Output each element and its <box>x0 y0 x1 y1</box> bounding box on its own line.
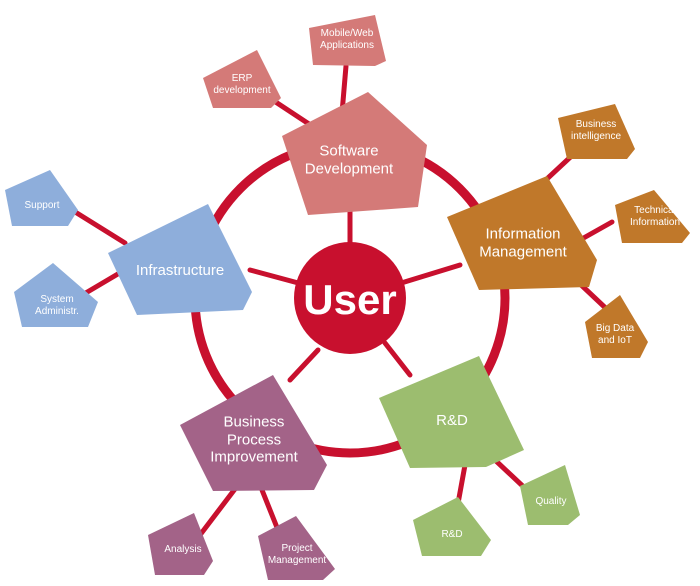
leaf-rnd-shape <box>413 497 491 556</box>
leaf-system-admin-shape <box>14 263 98 327</box>
hub-information-management <box>447 176 597 290</box>
spoke-rnd <box>382 340 413 378</box>
leaf-big-data-shape <box>585 295 648 358</box>
leaf-support-shape <box>5 170 78 226</box>
link-technical-information <box>577 219 615 243</box>
leaf-quality-shape <box>520 465 580 525</box>
spoke-infrastructure <box>247 267 305 287</box>
hub-business-process <box>180 375 327 491</box>
leaf-project-management-shape <box>258 516 335 580</box>
spoke-information <box>395 262 463 287</box>
hub-rnd <box>379 356 524 468</box>
hub-software-development <box>282 92 427 215</box>
leaf-erp-shape <box>203 50 281 108</box>
hub-infrastructure <box>108 204 252 315</box>
leaf-mobile-web-shape <box>309 15 386 66</box>
leaf-analysis-shape <box>148 513 213 575</box>
leaf-technical-information-shape <box>615 190 690 243</box>
center-circle <box>294 242 406 354</box>
connectors <box>69 63 616 538</box>
link-analysis <box>197 482 241 538</box>
leaf-business-intelligence-shape <box>558 104 635 159</box>
spoke-business <box>287 347 321 383</box>
link-support <box>69 207 128 246</box>
